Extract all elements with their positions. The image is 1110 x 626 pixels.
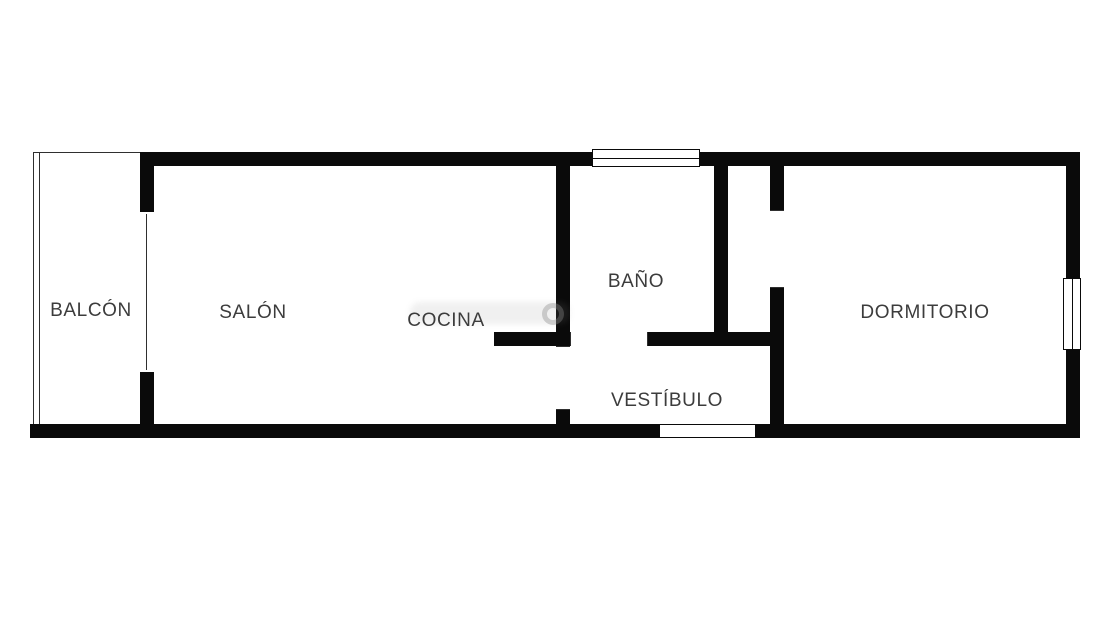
- room-label-bano: BAÑO: [607, 271, 665, 292]
- wall-top-left: [140, 152, 592, 166]
- entrance-door-threshold: [660, 424, 755, 438]
- wall-right-upper: [1066, 152, 1080, 278]
- watermark: [410, 302, 570, 324]
- room-label-salon: SALÓN: [219, 302, 287, 323]
- wall-bottom-right: [755, 424, 1080, 438]
- wall-bottom-left: [30, 424, 660, 438]
- watermark-ring: [542, 303, 564, 325]
- wall-kitchen-stub: [556, 410, 570, 438]
- room-label-dormitorio: DORMITORIO: [860, 302, 990, 323]
- wall-bedroom-lower: [770, 288, 784, 438]
- wall-bedroom-upper: [770, 152, 784, 210]
- wall-right-lower: [1066, 350, 1080, 438]
- room-label-vestibulo: VESTÍBULO: [610, 390, 724, 411]
- bathroom-door-jamb-left: [570, 332, 571, 346]
- bathroom-door-jamb-right: [647, 332, 648, 346]
- wall-bathroom-right: [714, 152, 728, 346]
- kitchen-opening-jamb-bottom: [556, 409, 570, 410]
- kitchen-opening-jamb-top: [556, 346, 570, 347]
- bedroom-window-mullion: [1072, 279, 1073, 349]
- bedroom-window: [1063, 278, 1081, 350]
- balcony-door-glass-line: [146, 214, 147, 370]
- bedroom-door-jamb-bottom: [770, 287, 784, 288]
- wall-hall-top: [648, 332, 784, 346]
- room-label-cocina: COCINA: [407, 310, 485, 331]
- bathroom-window-mullion: [593, 158, 699, 159]
- room-label-balcon: BALCÓN: [50, 300, 132, 321]
- wall-balcony-upper: [140, 152, 154, 212]
- balcony-railing-inner-line: [39, 152, 40, 424]
- wall-kitchen-nook: [494, 332, 570, 346]
- wall-balcony-lower: [140, 372, 154, 438]
- wall-kitchen-main: [556, 152, 570, 346]
- bedroom-door-jamb-top: [770, 210, 784, 211]
- wall-top-right: [700, 152, 1080, 166]
- balcony-railing-outline: [33, 152, 140, 424]
- bathroom-window: [592, 149, 700, 167]
